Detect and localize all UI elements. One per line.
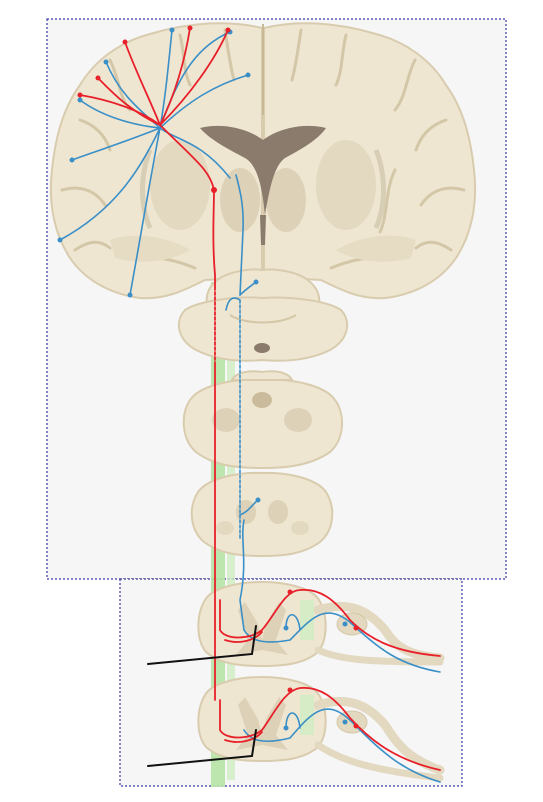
midbrain-section (177, 268, 349, 362)
pons-nucleus-left (212, 408, 240, 432)
spinal-nerve-root-lower (313, 696, 445, 775)
tract-overlay-upper (300, 600, 314, 640)
cerebral-aqueduct (254, 343, 270, 353)
left-temporal-lobe (110, 235, 190, 262)
medulla (190, 471, 334, 558)
pons-nucleus-right (284, 408, 312, 432)
pointer-line-upper (147, 625, 257, 665)
right-insula-stripe (373, 149, 386, 229)
spinal-nerve-root-upper (313, 601, 445, 663)
spinal-cord-upper-section (197, 580, 445, 668)
right-basal-ganglia (316, 140, 376, 230)
right-thalamus (266, 168, 306, 232)
medulla-section (190, 471, 334, 558)
left-thalamus (220, 168, 260, 232)
pons-section (182, 370, 343, 470)
third-ventricle (260, 215, 266, 245)
ascending-sensory-pathway (59, 29, 441, 783)
descending-motor-pathway (79, 27, 441, 771)
fourth-ventricle (252, 392, 272, 408)
pointer-line-lower (147, 729, 257, 767)
olive-left (216, 521, 234, 535)
olive-right (291, 521, 309, 535)
right-temporal-lobe (336, 235, 416, 262)
midbrain-lower (177, 296, 349, 362)
left-insula-stripe (140, 149, 153, 229)
blue-arrowheads (57, 27, 348, 731)
red-arrowheads (77, 25, 359, 729)
tract-overlay-lower (300, 695, 314, 735)
medulla-nucleus-right (268, 500, 288, 524)
lateral-ventricles (200, 125, 326, 215)
midbrain-groove (229, 314, 297, 324)
left-basal-ganglia (150, 140, 210, 230)
pons-top (230, 370, 294, 381)
ventral-root-upper (314, 646, 444, 666)
cerebrum-section (49, 22, 477, 300)
ventral-root-lower (314, 741, 444, 782)
pointer-lines (147, 625, 257, 767)
